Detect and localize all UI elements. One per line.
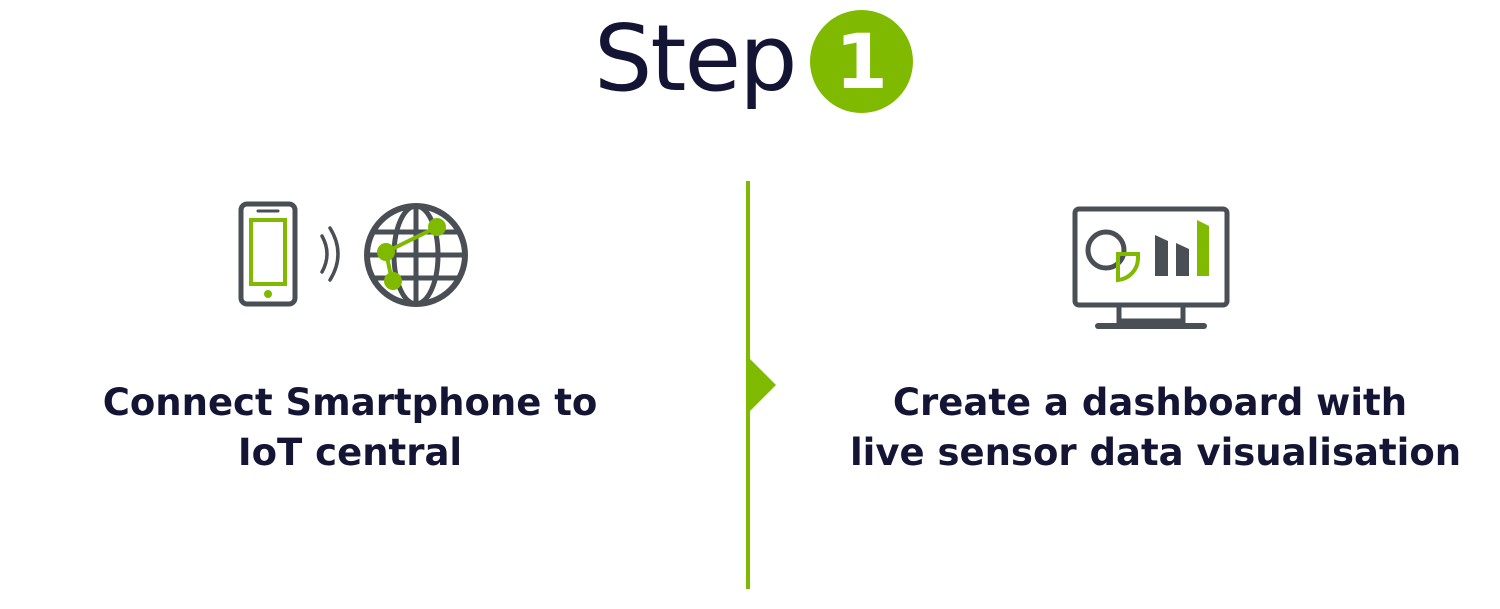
left-caption-line-1: Connect Smartphone to — [102, 381, 598, 424]
right-step-caption: Create a dashboard with live sensor data… — [850, 378, 1462, 478]
step-title: Step — [594, 5, 797, 112]
monitor-dashboard-icon — [1072, 206, 1230, 329]
right-caption-line-2: live sensor data visualisation — [850, 431, 1462, 474]
smartphone-icon — [238, 201, 298, 307]
globe-network-icon — [364, 203, 468, 307]
flow-arrow-icon — [748, 357, 776, 413]
left-caption-line-2: IoT central — [237, 431, 463, 474]
left-step-caption: Connect Smartphone to IoT central — [60, 378, 640, 478]
step-header: Step 1 — [0, 0, 1500, 125]
wireless-signal-icon — [320, 226, 340, 282]
right-caption-line-1: Create a dashboard with — [892, 381, 1408, 424]
step-number-badge: 1 — [810, 10, 913, 113]
